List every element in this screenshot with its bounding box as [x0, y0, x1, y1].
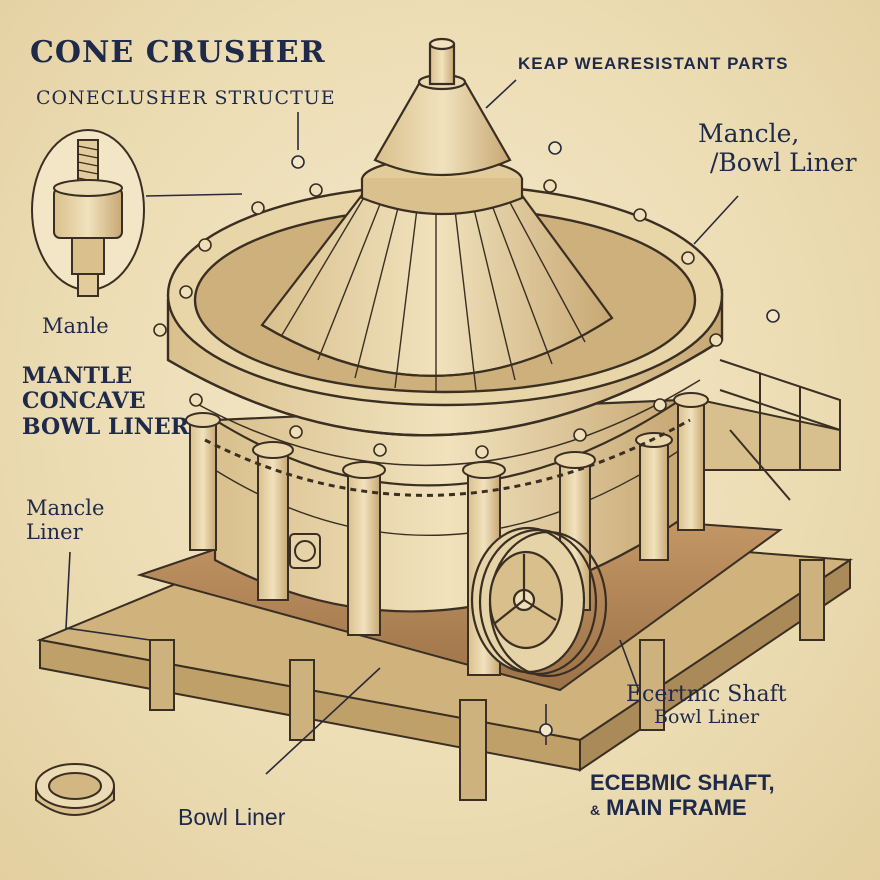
label-line: Mancle,	[698, 119, 800, 148]
label-eccentric-shaft-bowl-liner: Ecertnic Shaft Bowl Liner	[626, 682, 787, 729]
label-line: ECEBMIC SHAFT,	[590, 770, 775, 795]
dial-gauge-icon	[35, 763, 115, 816]
label-line: Liner	[26, 520, 83, 545]
diagram-subtitle: CONECLUSHER STRUCTUE	[36, 87, 336, 109]
walkway-railing	[719, 359, 841, 501]
side-valve	[289, 533, 321, 569]
diagram-title: CONE CRUSHER	[30, 35, 326, 70]
label-mantle-concave-bowl-liner: MANTLE CONCAVE BOWL LINER	[22, 363, 189, 440]
label-mancle-liner: Mancle Liner	[26, 496, 104, 544]
leader-lines	[65, 79, 739, 775]
label-line: BOWL LINER	[22, 413, 189, 440]
label-line: /Bowl Liner	[710, 147, 857, 177]
label-manle: Manle	[42, 314, 109, 338]
label-mancle-bowl-liner: Mancle, /Bowl Liner	[698, 119, 857, 178]
mantle-cone	[260, 37, 614, 392]
label-line: &MAIN FRAME	[590, 795, 775, 820]
label-line: MANTLE	[22, 363, 133, 389]
bolt-detail-icon	[31, 129, 145, 297]
label-eccentric-shaft-main-frame: ECEBMIC SHAFT, &MAIN FRAME	[590, 770, 775, 821]
label-line: Bowl Liner	[654, 706, 760, 729]
label-line: Ecertnic Shaft	[626, 682, 787, 707]
drive-pulley	[470, 526, 608, 678]
label-wear-resistant-parts: KEAP WEARESISTANT PARTS	[518, 54, 789, 73]
label-bowl-liner: Bowl Liner	[178, 804, 286, 830]
ring-bolts	[153, 179, 723, 459]
ampersand: &	[590, 802, 601, 819]
label-line: Mancle	[26, 496, 105, 520]
leader-dots	[291, 141, 780, 737]
label-text: MAIN FRAME	[606, 795, 747, 821]
ring-teeth	[204, 418, 691, 497]
label-line: CONCAVE	[22, 388, 146, 415]
